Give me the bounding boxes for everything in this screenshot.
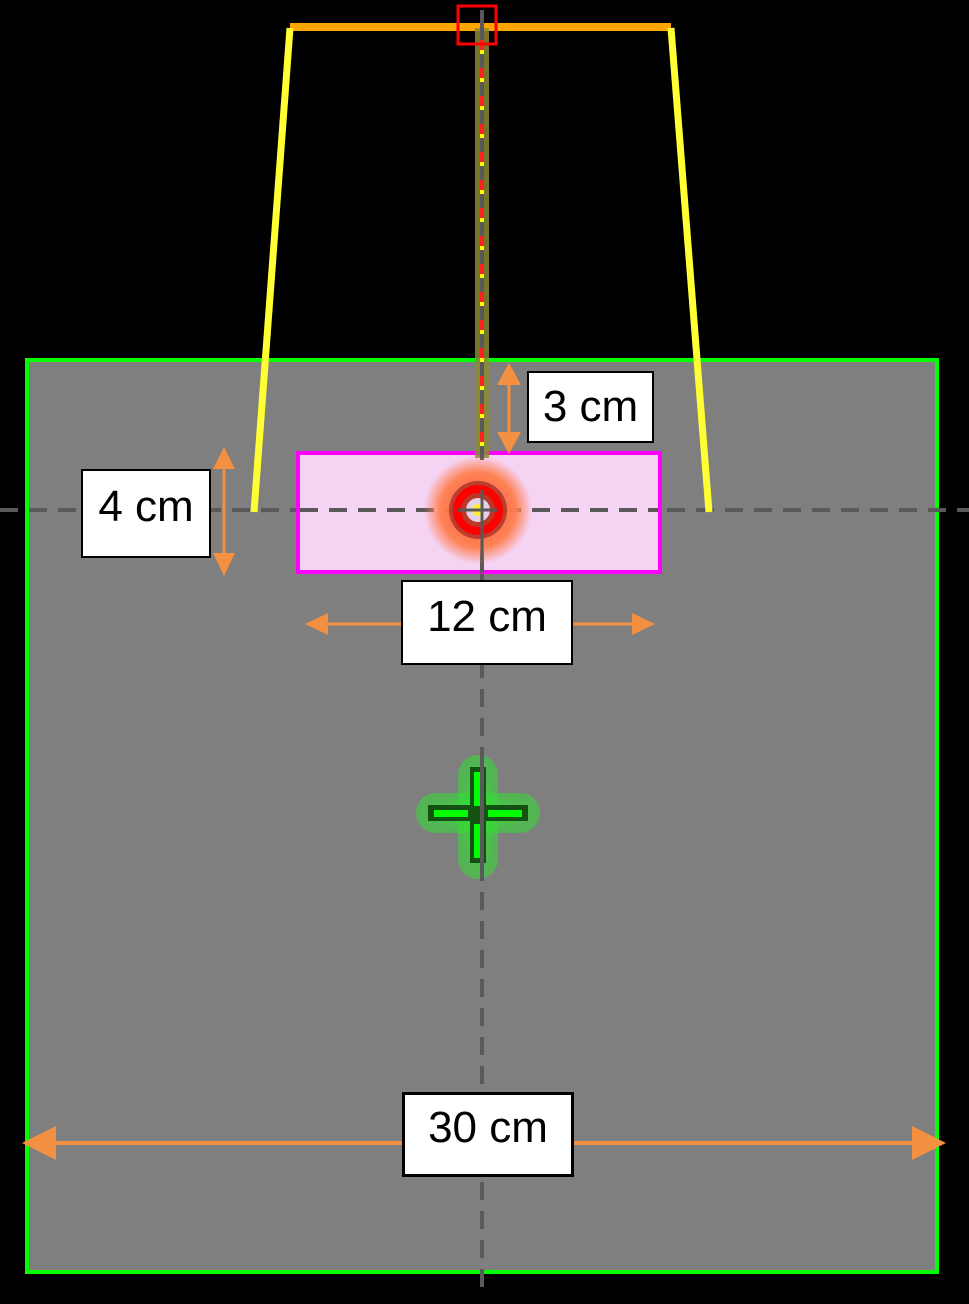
phantom-width-label-text: 30 cm bbox=[428, 1102, 548, 1152]
depth-arrow-down-icon bbox=[497, 432, 521, 454]
thickness-arrow-down-icon bbox=[213, 553, 235, 576]
depth-label: 3 cm bbox=[527, 371, 654, 443]
source-marker bbox=[456, 4, 498, 46]
thickness-arrow-up-icon bbox=[213, 447, 235, 469]
target-width-label: 12 cm bbox=[401, 580, 573, 665]
thickness-label-text: 4 cm bbox=[98, 481, 194, 531]
thickness-label: 4 cm bbox=[81, 469, 211, 558]
reference-cross-icon bbox=[416, 750, 540, 880]
depth-label-text: 3 cm bbox=[542, 382, 639, 431]
isocenter-marker-icon bbox=[424, 456, 532, 564]
phantom-width-arrow-left-icon bbox=[22, 1126, 56, 1160]
phantom-width-arrow-right-icon bbox=[912, 1126, 946, 1160]
phantom-width-label: 30 cm bbox=[402, 1092, 574, 1177]
beam-right-edge bbox=[667, 27, 713, 513]
target-width-label-text: 12 cm bbox=[427, 591, 547, 641]
depth-arrow-up-icon bbox=[497, 363, 521, 385]
target-width-arrow-left-icon bbox=[305, 613, 328, 635]
beam-left-edge bbox=[250, 27, 294, 513]
target-width-arrow-right-icon bbox=[632, 613, 655, 635]
